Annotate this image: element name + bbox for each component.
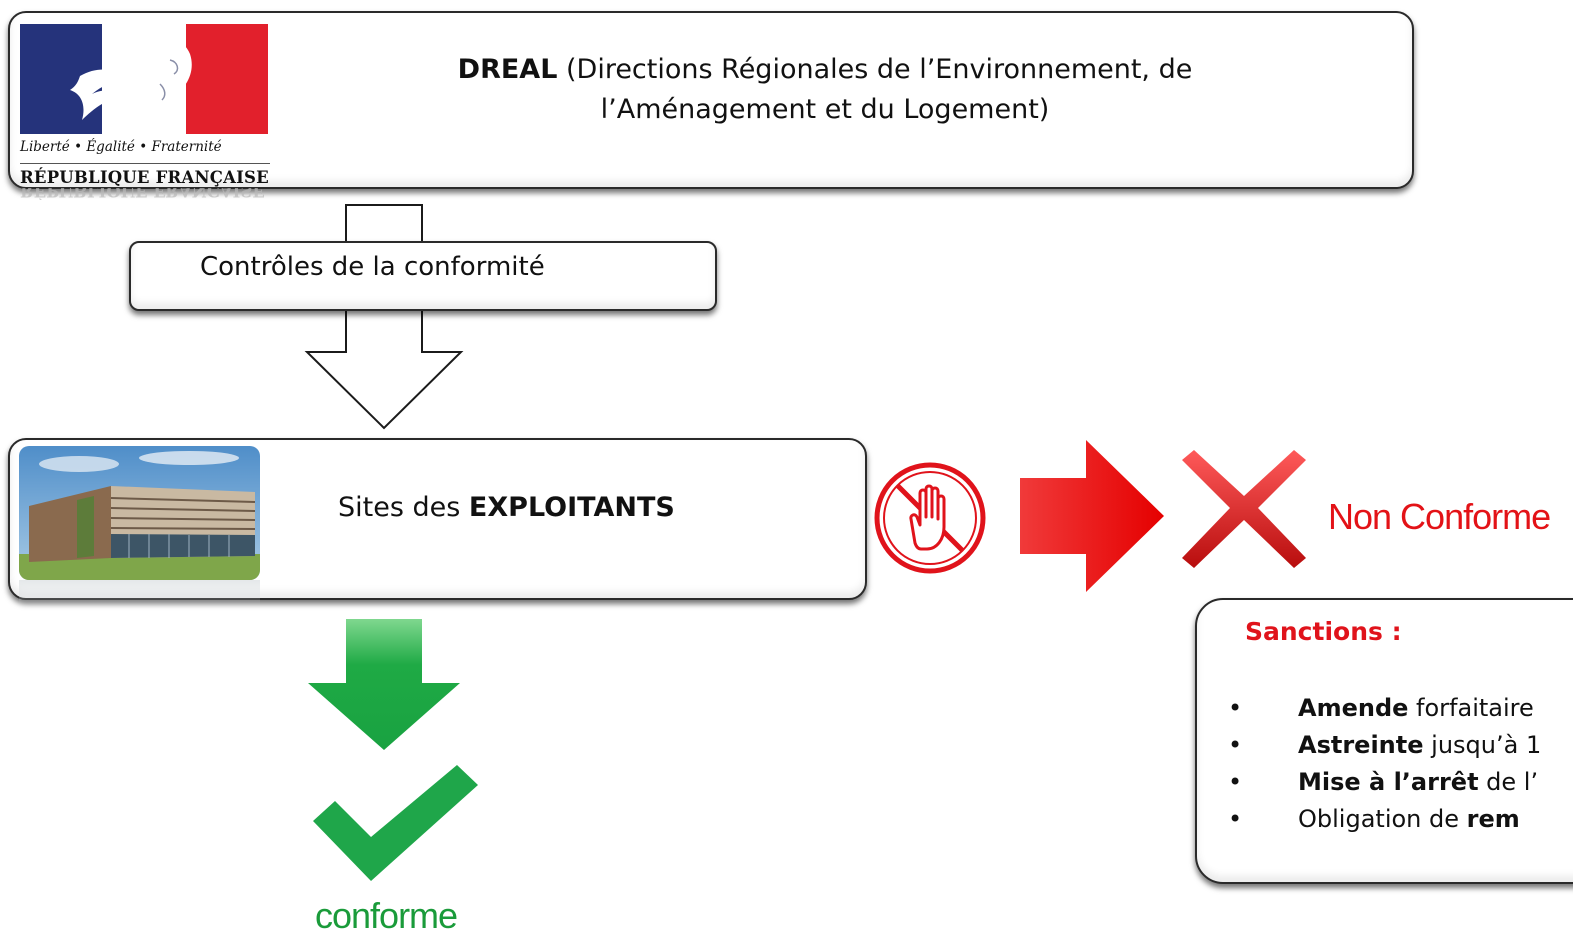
logo-rule: [20, 163, 270, 164]
controle-label: Contrôles de la conformité: [200, 252, 545, 282]
sanction-item: • Obligation de rem: [1228, 805, 1520, 833]
building-photo: [19, 446, 260, 580]
logo-motto: Liberté • Égalité • Fraternité: [20, 139, 222, 155]
logo-name-reflection-text: RÉPUBLIQUE FRANÇAISE: [20, 188, 265, 200]
conforme-label: conforme: [315, 895, 458, 936]
sanction-rest: forfaitaire: [1408, 694, 1534, 722]
sites-bold: EXPLOITANTS: [468, 492, 675, 523]
dreal-abbr: DREAL: [457, 54, 558, 85]
controle-box: [129, 241, 717, 311]
building-photo-reflection: [19, 580, 260, 608]
dreal-description: DREAL (Directions Régionales de l’Enviro…: [330, 50, 1320, 130]
sanction-bold: rem: [1466, 805, 1520, 833]
bullet: •: [1228, 694, 1243, 722]
green-arrow-down-icon: [308, 619, 460, 750]
green-checkmark-icon: [313, 765, 478, 881]
dreal-line2: l’Aménagement et du Logement): [600, 94, 1050, 125]
sanctions-box: [1195, 598, 1573, 884]
dreal-line1: (Directions Régionales de l’Environnemen…: [557, 54, 1193, 85]
sites-prefix: Sites des: [338, 492, 469, 523]
sanction-rest: jusqu’à 1: [1423, 731, 1542, 759]
logo-name-reflection: RÉPUBLIQUE FRANÇAISE: [20, 188, 265, 200]
sanction-bold: Astreinte: [1298, 731, 1424, 759]
sanction-bold: Mise à l’arrêt: [1298, 768, 1479, 796]
sanction-rest: de l’: [1478, 768, 1539, 796]
stop-hand-prohibited-icon: [874, 462, 986, 574]
red-x-cross-icon: [1182, 450, 1306, 568]
sanction-pre: Obligation de: [1298, 805, 1467, 833]
marianne-flag-icon: [20, 24, 268, 134]
sanction-item: • Amende forfaitaire: [1228, 694, 1534, 722]
bullet: •: [1228, 731, 1243, 759]
sanction-item: • Mise à l’arrêt de l’: [1228, 768, 1538, 796]
sanction-bold: Amende: [1298, 694, 1409, 722]
non-conforme-label: Non Conforme: [1328, 496, 1551, 537]
sanction-item: • Astreinte jusqu’à 1: [1228, 731, 1541, 759]
sanctions-title: Sanctions :: [1245, 617, 1402, 646]
red-arrow-right-icon: [1020, 440, 1164, 592]
republique-francaise-logo: Liberté • Égalité • Fraternité RÉPUBLIQU…: [12, 22, 272, 202]
sites-label: Sites des EXPLOITANTS: [338, 492, 675, 523]
bullet: •: [1228, 768, 1243, 796]
bullet: •: [1228, 805, 1243, 833]
logo-name: RÉPUBLIQUE FRANÇAISE: [20, 168, 269, 187]
